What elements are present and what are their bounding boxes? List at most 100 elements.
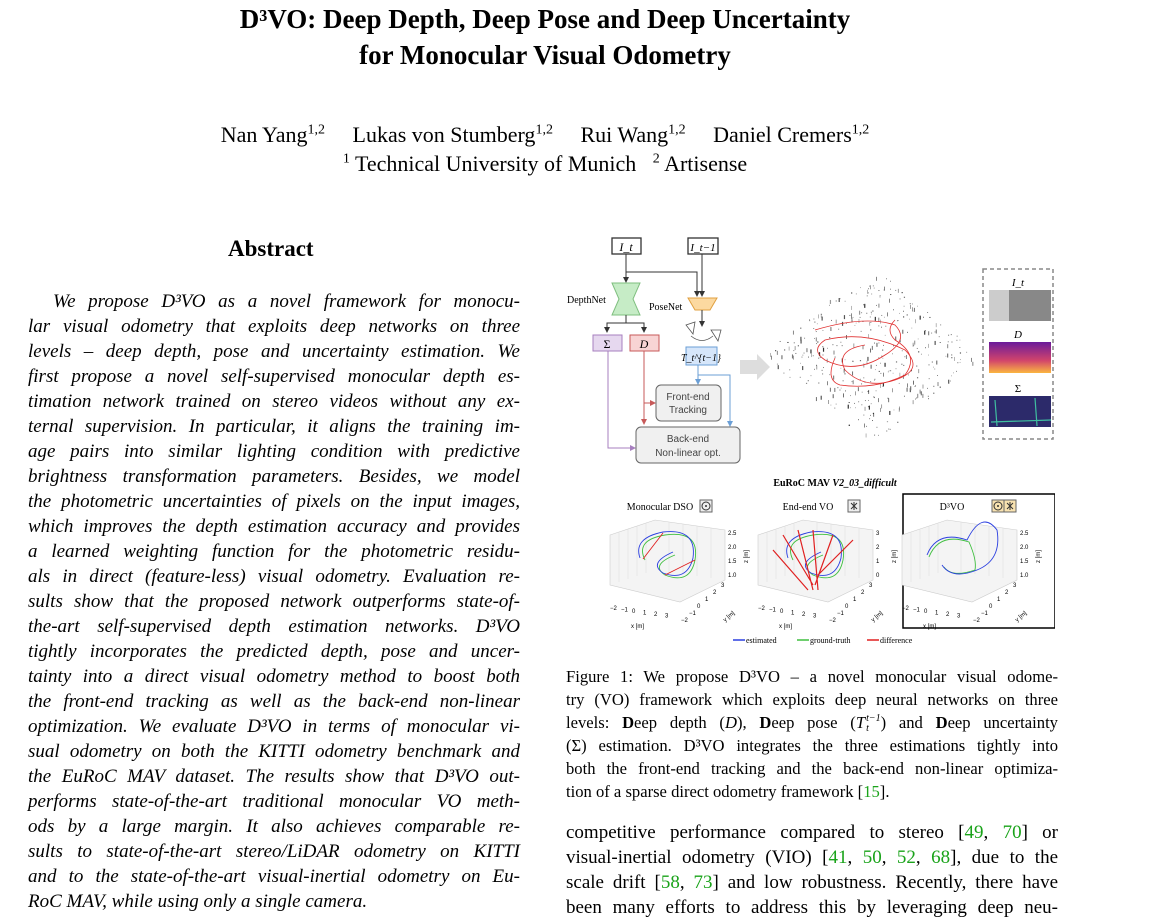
input-current-label: I_t — [618, 240, 633, 254]
x-tick-label: −1 — [913, 608, 921, 614]
x-tick-label: −2 — [902, 606, 910, 612]
red-trajectory — [814, 319, 914, 387]
x-tick-label: 0 — [632, 609, 636, 615]
y-tick-label: 0 — [989, 604, 993, 610]
abstract-line: sual odometry on both the KITTI odometry… — [28, 741, 520, 762]
point-cloud-reconstruction — [770, 276, 974, 438]
y-tick-label: −1 — [981, 611, 989, 617]
abstract-text: We propose D³VO as a novel framework for… — [28, 289, 520, 914]
citation-link[interactable]: 58 — [660, 872, 680, 893]
body-text: ] or — [1021, 822, 1059, 843]
abstract-line: performs state-of-the-art traditional mo… — [28, 791, 520, 812]
x-tick-label: 3 — [665, 614, 669, 620]
abstract-line: which improves the depth estimation accu… — [28, 516, 520, 537]
depth-map-thumbnail — [989, 342, 1051, 373]
body-text: ], due to the — [950, 847, 1059, 868]
abstract-line: sults show that the proposed network out… — [28, 591, 520, 612]
x-tick-label: 1 — [643, 611, 647, 617]
author: Nan Yang1,2 — [220, 122, 326, 147]
body-text: , — [679, 872, 694, 893]
y-tick-label: 3 — [721, 583, 725, 589]
legend-label: ground-truth — [810, 636, 850, 645]
frontend-label: Tracking — [669, 405, 707, 416]
trajectory-line — [642, 532, 696, 576]
z-tick-label: 3 — [876, 531, 880, 537]
depth-label: D — [639, 337, 649, 351]
citation-link[interactable]: 52 — [896, 847, 916, 868]
abstract-line: age pairs into similar lighting conditio… — [28, 441, 520, 462]
figure-caption: Figure 1: We propose D³VO – a novel mono… — [566, 665, 1058, 803]
body-line: visual-inertial odometry (VIO) [41, 50, … — [566, 845, 1058, 870]
z-tick-label: 2 — [876, 545, 880, 551]
x-tick-label: 0 — [780, 609, 784, 615]
input-previous-label: I_t−1 — [689, 242, 715, 254]
pose-superscript: t−1 — [866, 713, 881, 725]
caption-line: try (VO) framework which exploits deep n… — [566, 690, 1058, 709]
author: Rui Wang1,2 — [580, 122, 686, 147]
legend-label: difference — [880, 636, 913, 645]
z-tick-label: 2.5 — [1020, 531, 1029, 537]
abstract-line: the front-end tracking as well as the ba… — [28, 691, 520, 712]
citation-link[interactable]: 49 — [964, 822, 984, 843]
y-tick-label: −2 — [829, 618, 837, 624]
x-tick-label: 2 — [654, 612, 658, 618]
y-tick-label: 1 — [997, 597, 1001, 603]
abstract-line: the EuRoC MAV dataset. The results show … — [28, 766, 520, 787]
plot-title: End-end VO — [783, 502, 834, 513]
body-line: scale drift [58, 73] and low robustness.… — [566, 870, 1058, 895]
abstract-heading: Abstract — [228, 236, 314, 261]
abstract-line: optimization. We evaluate D³VO in terms … — [28, 716, 520, 737]
author: Daniel Cremers1,2 — [713, 122, 870, 147]
pose-box — [685, 346, 718, 366]
y-tick-label: −2 — [681, 618, 689, 624]
body-text: , — [881, 847, 897, 868]
y-tick-label: −1 — [837, 611, 845, 617]
abstract-line: tightly incorporates the predicted depth… — [28, 641, 520, 662]
abstract-line: ods by a large margin. It also achieves … — [28, 816, 520, 837]
citation-link[interactable]: 70 — [1002, 822, 1022, 843]
y-axis-label: y [m] — [1014, 610, 1028, 623]
body-text: , — [983, 822, 1003, 843]
frontend-label: Front-end — [666, 392, 709, 403]
citation-link[interactable]: 15 — [863, 782, 880, 801]
pipeline-diagram: I_t I_t−1 DepthNet PoseNet Σ D T_t^{t−1} — [567, 237, 770, 464]
trajectory-line — [772, 529, 854, 591]
dataset-title: EuRoC MAV V2_03_difficult — [773, 478, 898, 489]
body-text: , — [847, 847, 863, 868]
panel-uncertainty-label: Σ — [1015, 383, 1021, 395]
x-tick-label: 0 — [924, 609, 928, 615]
citation-link[interactable]: 68 — [931, 847, 951, 868]
x-axis-label: x [m] — [631, 624, 644, 630]
z-tick-label: 1 — [876, 559, 880, 565]
citation-link[interactable]: 41 — [828, 847, 848, 868]
body-text: , — [915, 847, 932, 868]
abstract-line: the-art self-supervised depth estimation… — [28, 616, 520, 637]
caption-line: Figure 1: We propose D³VO – a novel mono… — [566, 667, 1058, 686]
backend-optimization-box — [635, 426, 741, 464]
affiliation: 2 Artisense — [652, 151, 748, 176]
plot-title: D³VO — [940, 502, 965, 513]
abstract-line: RoC MAV, while using only a single camer… — [28, 891, 368, 912]
y-tick-label: 1 — [853, 597, 857, 603]
figure-1: I_t I_t−1 DepthNet PoseNet Σ D T_t^{t−1} — [567, 237, 1055, 645]
citation-link[interactable]: 50 — [862, 847, 882, 868]
caption-line: (Σ) estimation. D³VO integrates the thre… — [566, 736, 1058, 755]
body-text: ] and low robustness. Recently, there ha… — [712, 872, 1059, 893]
x-tick-label: 3 — [813, 614, 817, 620]
plot-title: Monocular DSO — [627, 502, 693, 513]
y-axis-label: y [m] — [870, 610, 884, 623]
y-tick-label: 2 — [1005, 590, 1009, 596]
x-tick-label: −1 — [621, 608, 629, 614]
citation-link[interactable]: 73 — [693, 872, 713, 893]
y-tick-label: 2 — [861, 590, 865, 596]
x-axis-label: x [m] — [923, 624, 936, 630]
uncertainty-label: Σ — [604, 337, 611, 351]
affiliation: 1 Technical University of Munich — [342, 151, 637, 176]
legend-label: estimated — [746, 636, 777, 645]
network-outputs-panel — [982, 268, 1054, 440]
posenet-shape — [687, 297, 718, 311]
